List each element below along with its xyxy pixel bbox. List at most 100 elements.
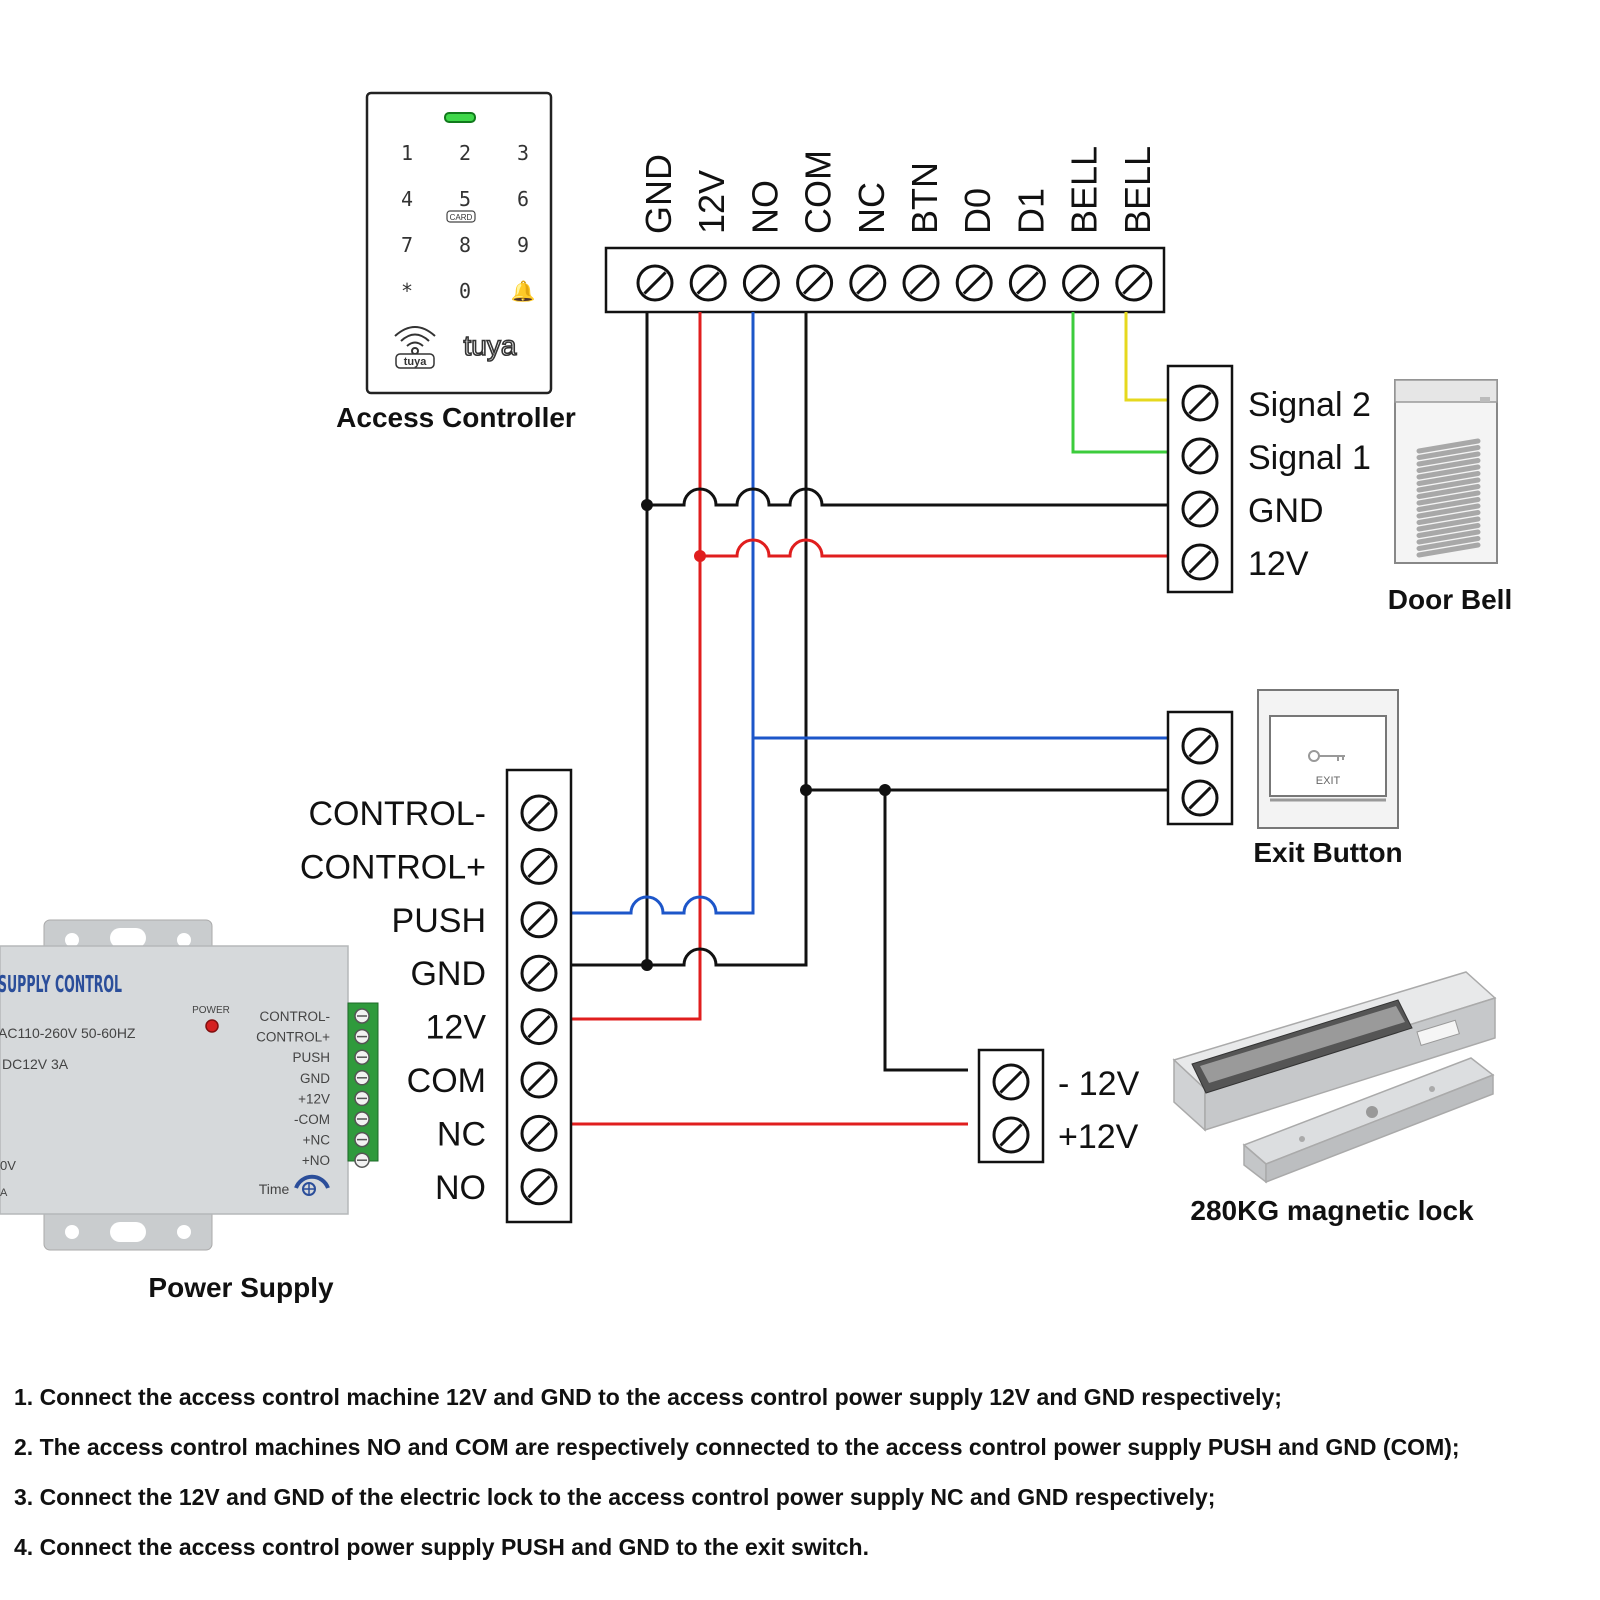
doorbell-device: [1394, 379, 1498, 564]
ps-body-screw-icon: [354, 1028, 370, 1045]
keypad-key[interactable]: 3: [517, 141, 529, 165]
controller-terminal-label: BELL: [1064, 146, 1105, 234]
exit-button-device: EXIT: [1257, 689, 1399, 829]
screw-terminal-icon: [796, 264, 834, 302]
exit-face-label: EXIT: [1316, 775, 1341, 787]
controller-terminal-label: 12V: [691, 170, 732, 234]
ps-body-screw-icon: [354, 1008, 370, 1024]
screw-terminal-icon: [520, 847, 558, 885]
screw-terminal-icon: [1181, 727, 1219, 765]
controller-terminal-label: NO: [744, 180, 785, 234]
keypad-key[interactable]: *: [401, 279, 413, 303]
lock-caption: 280KG magnetic lock: [1190, 1195, 1474, 1226]
doorbell-terminal-label: Signal 1: [1248, 439, 1371, 477]
screw-terminal-icon: [955, 264, 993, 302]
ps-body-title: SUPPLY CONTROL: [0, 972, 122, 998]
screw-terminal-icon: [520, 1061, 558, 1099]
ps-body-side-label: CONTROL-: [260, 1009, 331, 1024]
power-supply-terminal-block: [505, 768, 573, 1224]
ps-body-line4: A: [0, 1187, 8, 1199]
magnetic-lock-device: [1172, 971, 1497, 1184]
ps-body-line3: 0V: [0, 1158, 16, 1173]
screw-terminal-icon: [992, 1116, 1030, 1154]
instruction-4: 4. Connect the access control power supp…: [14, 1534, 869, 1560]
ps-terminal-label: PUSH: [392, 902, 486, 940]
screw-terminal-icon: [520, 1168, 558, 1206]
controller-terminal-label: COM: [798, 150, 839, 234]
doorbell-terminal-label: GND: [1248, 492, 1324, 530]
tuya-small-logo: tuya: [404, 356, 428, 368]
access-controller-caption: Access Controller: [336, 402, 576, 433]
power-led-icon: [205, 1019, 219, 1033]
keypad-key[interactable]: 9: [517, 233, 529, 257]
ps-body-line2: DC12V 3A: [2, 1056, 69, 1072]
card-badge: CARD: [450, 213, 473, 222]
ps-terminal-label: GND: [410, 955, 486, 993]
power-supply-caption: Power Supply: [148, 1272, 334, 1303]
ps-terminal-label: CONTROL+: [300, 848, 486, 886]
controller-terminal-label: GND: [638, 154, 679, 234]
lock-terminal-label: +12V: [1058, 1118, 1139, 1156]
keypad-key[interactable]: 6: [517, 187, 529, 211]
screw-terminal-icon: [1181, 437, 1219, 475]
ps-body-screw-icon: [354, 1111, 370, 1127]
keypad-key[interactable]: 2: [459, 141, 471, 165]
tuya-logo: tuya: [464, 330, 517, 361]
lock-terminal-label: - 12V: [1058, 1065, 1140, 1103]
screw-terminal-icon: [1181, 779, 1219, 817]
screw-terminal-icon: [520, 1008, 558, 1046]
screw-terminal-icon: [1008, 264, 1046, 302]
access-controller-device: 1 2 3 4 5 6 7 8 9 * 0 🔔 CARD tuya tuya: [365, 91, 553, 395]
screw-terminal-icon: [992, 1063, 1030, 1101]
doorbell-terminal-label: 12V: [1248, 545, 1309, 583]
keypad-key[interactable]: 🔔: [511, 279, 536, 303]
ps-body-screw-icon: [354, 1070, 370, 1086]
controller-terminal-label: BELL: [1117, 146, 1158, 234]
ps-time-label: Time: [259, 1181, 290, 1197]
ps-body-screw-icon: [354, 1049, 370, 1065]
power-supply-device: SUPPLY CONTROL AC110-260V 50-60HZ DC12V …: [0, 919, 379, 1251]
screw-terminal-icon: [1181, 543, 1219, 581]
ps-body-side-label: +NO: [302, 1153, 330, 1168]
ps-body-line1: AC110-260V 50-60HZ: [0, 1025, 136, 1041]
ps-body-side-label: +NC: [303, 1133, 331, 1148]
ps-terminal-label: NC: [437, 1115, 486, 1153]
status-led-icon: [444, 112, 476, 123]
key-icon: [1308, 750, 1345, 762]
screw-terminal-icon: [902, 264, 940, 302]
screw-terminal-icon: [849, 264, 887, 302]
controller-terminal-label: BTN: [904, 162, 945, 234]
ps-body-side-label: +12V: [298, 1091, 330, 1106]
keypad-key[interactable]: 1: [401, 141, 413, 165]
ps-power-label: POWER: [192, 1005, 230, 1016]
ps-body-side-label: CONTROL+: [256, 1030, 330, 1045]
screw-terminal-icon: [636, 264, 674, 302]
instruction-3: 3. Connect the 12V and GND of the electr…: [14, 1484, 1216, 1510]
exit-button-caption: Exit Button: [1253, 837, 1402, 868]
screw-terminal-icon: [742, 264, 780, 302]
instruction-1: 1. Connect the access control machine 12…: [14, 1384, 1282, 1410]
screw-terminal-icon: [1115, 264, 1153, 302]
ps-terminal-label: COM: [407, 1062, 486, 1100]
controller-terminal-label: D0: [957, 188, 998, 234]
wires: [570, 312, 1168, 1126]
screw-terminal-icon: [520, 901, 558, 939]
ps-body-screw-icon: [354, 1090, 370, 1107]
doorbell-terminal-label: Signal 2: [1248, 386, 1371, 424]
screw-terminal-icon: [520, 954, 558, 992]
keypad-key[interactable]: 8: [459, 233, 471, 257]
ps-terminal-label: NO: [435, 1169, 486, 1207]
ps-body-side-label: -COM: [294, 1112, 330, 1127]
keypad-key[interactable]: 7: [401, 233, 413, 257]
doorbell-caption: Door Bell: [1388, 584, 1512, 615]
ps-body-screw-icon: [354, 1152, 370, 1168]
keypad-key[interactable]: 4: [401, 187, 413, 211]
controller-terminal-label: NC: [851, 182, 892, 234]
time-knob-icon: [294, 1174, 330, 1196]
instruction-2: 2. The access control machines NO and CO…: [14, 1434, 1460, 1460]
ps-terminal-label: 12V: [426, 1009, 487, 1047]
keypad-key[interactable]: 0: [459, 279, 471, 303]
ps-body-side-label: GND: [300, 1071, 330, 1086]
keypad-key[interactable]: 5: [459, 187, 471, 211]
